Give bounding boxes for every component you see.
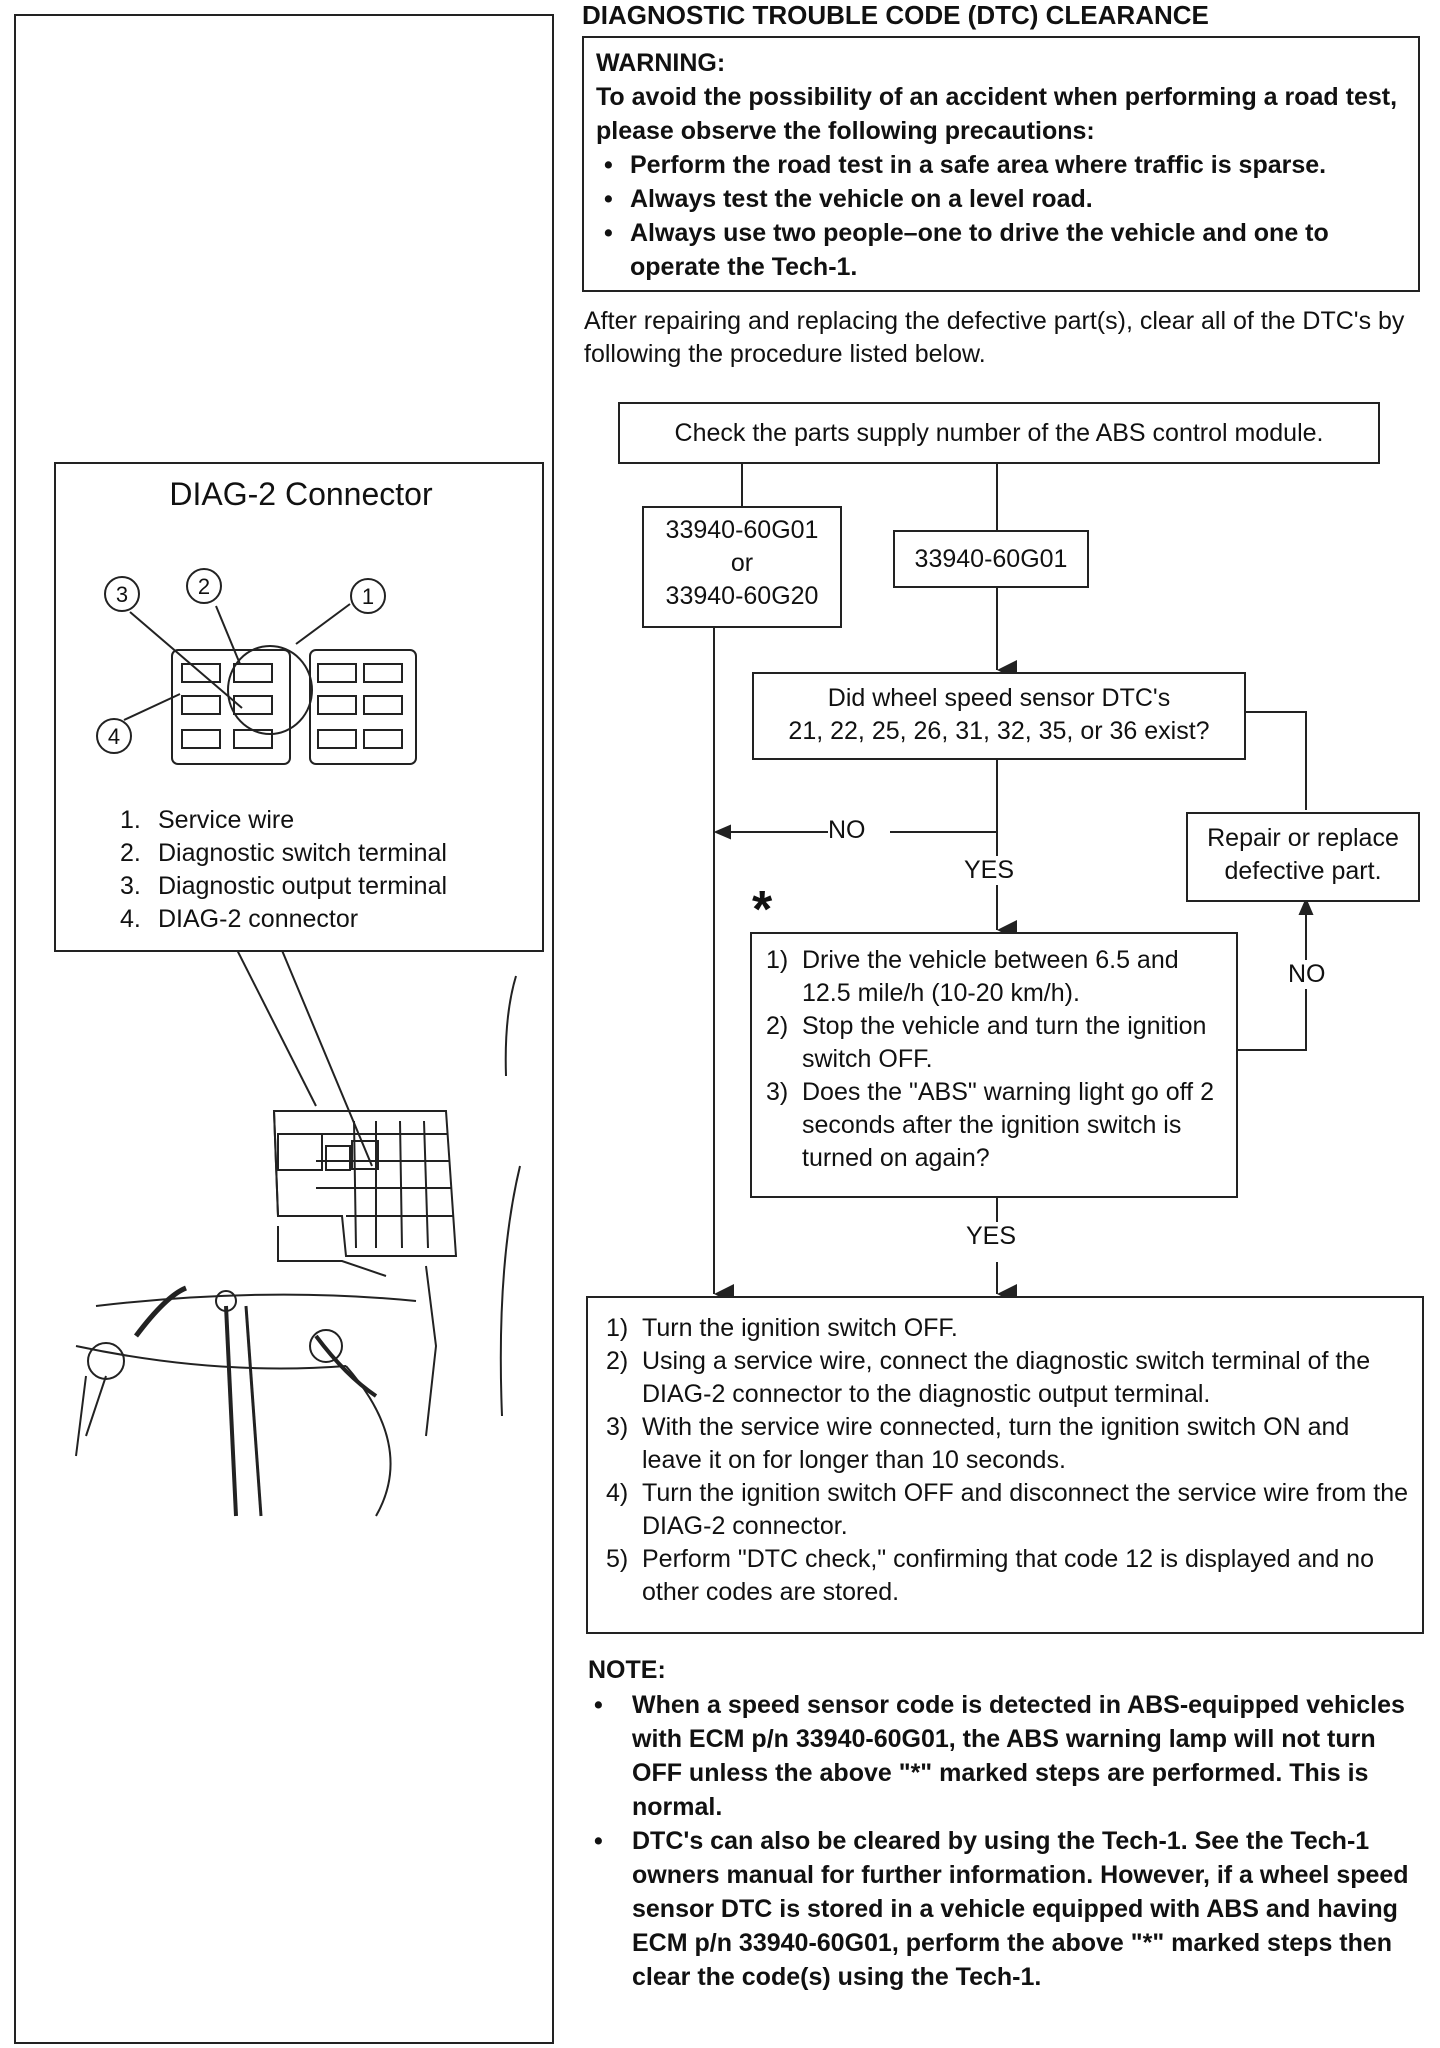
dtc-question-box: Did wheel speed sensor DTC's 21, 22, 25,…	[752, 672, 1246, 760]
partnum-a-line2: 33940-60G20	[665, 582, 819, 610]
warning-list: Perform the road test in a safe area whe…	[596, 148, 1408, 284]
final-step: 5)Perform "DTC check," confirming that c…	[606, 1545, 1374, 1606]
callout-1: 1	[362, 584, 374, 609]
test-step: 3)Does the "ABS" warning light go off 2 …	[766, 1078, 1214, 1172]
final-step: 3)With the service wire connected, turn …	[606, 1413, 1350, 1474]
callout-4: 4	[108, 724, 120, 749]
final-step: 4)Turn the ignition switch OFF and disco…	[606, 1479, 1409, 1540]
repair-line2: defective part.	[1224, 857, 1382, 885]
warning-box: WARNING: To avoid the possibility of an …	[582, 36, 1420, 292]
note-list: When a speed sensor code is detected in …	[588, 1688, 1428, 1994]
final-steps-list: 1)Turn the ignition switch OFF. 2)Using …	[606, 1312, 1412, 1609]
callout-2: 2	[198, 574, 210, 599]
final-step: 2)Using a service wire, connect the diag…	[606, 1347, 1371, 1408]
intro-text: After repairing and replacing the defect…	[584, 307, 1405, 368]
callout-3-marker	[104, 576, 140, 612]
partnum-options-box: 33940-60G01 or 33940-60G20	[642, 506, 842, 628]
legend-item: 2.Diagnostic switch terminal	[120, 839, 447, 867]
note-heading: NOTE:	[588, 1656, 666, 1684]
check-parts-box: Check the parts supply number of the ABS…	[618, 402, 1380, 464]
diagram-legend: 1.Service wire 2.Diagnostic switch termi…	[120, 804, 447, 936]
partnum-a-line1: 33940-60G01	[665, 516, 819, 544]
final-step: 1)Turn the ignition switch OFF.	[606, 1314, 958, 1342]
warning-item: Always test the vehicle on a level road.	[596, 182, 1408, 216]
question-line2: 21, 22, 25, 26, 31, 32, 35, or 36 exist?	[788, 717, 1210, 745]
section-title: DIAGNOSTIC TROUBLE CODE (DTC) CLEARANCE	[582, 0, 1209, 30]
no-label: NO	[828, 816, 866, 845]
final-steps-box: 1)Turn the ignition switch OFF. 2)Using …	[586, 1296, 1424, 1634]
test-step: 2)Stop the vehicle and turn the ignition…	[766, 1012, 1207, 1073]
warning-item: Perform the road test in a safe area whe…	[596, 148, 1408, 182]
test-steps-list: 1)Drive the vehicle between 6.5 and 12.5…	[766, 944, 1226, 1175]
illustration-panel: DIAG-2 Connector	[14, 14, 554, 2044]
question-line1: Did wheel speed sensor DTC's	[827, 684, 1171, 712]
callout-2-marker	[186, 568, 222, 604]
warning-intro: To avoid the possibility of an accident …	[596, 83, 1398, 145]
no-right-label: NO	[1288, 960, 1326, 989]
legend-item: 4.DIAG-2 connector	[120, 905, 359, 933]
callout-4-marker	[96, 718, 132, 754]
star-marker: *	[752, 881, 773, 939]
repair-line1: Repair or replace	[1207, 824, 1399, 852]
diagram-title: DIAG-2 Connector	[169, 476, 433, 512]
callout-3: 3	[116, 582, 128, 607]
test-steps-box: 1)Drive the vehicle between 6.5 and 12.5…	[750, 932, 1238, 1198]
partnum-single-box: 33940-60G01	[893, 530, 1089, 588]
legend-item: 3.Diagnostic output terminal	[120, 872, 448, 900]
callout-1-marker	[350, 578, 386, 614]
warning-heading: WARNING:	[596, 49, 726, 77]
yes-bottom-label: YES	[966, 1222, 1017, 1251]
test-step: 1)Drive the vehicle between 6.5 and 12.5…	[766, 946, 1179, 1007]
legend-item: 1.Service wire	[120, 806, 295, 834]
diag2-connector-diagram: DIAG-2 Connector	[54, 462, 544, 952]
note-item: DTC's can also be cleared by using the T…	[588, 1824, 1428, 1994]
warning-item: Always use two people–one to drive the v…	[596, 216, 1408, 284]
note-item: When a speed sensor code is detected in …	[588, 1688, 1428, 1824]
dashboard-illustration	[75, 935, 521, 1517]
partnum-a-or: or	[730, 549, 754, 577]
flowchart-connectors	[713, 464, 1314, 1300]
repair-box: Repair or replace defective part.	[1186, 812, 1420, 902]
yes-label: YES	[964, 856, 1015, 885]
connector-drawing: 1 2 3 4	[96, 568, 417, 765]
